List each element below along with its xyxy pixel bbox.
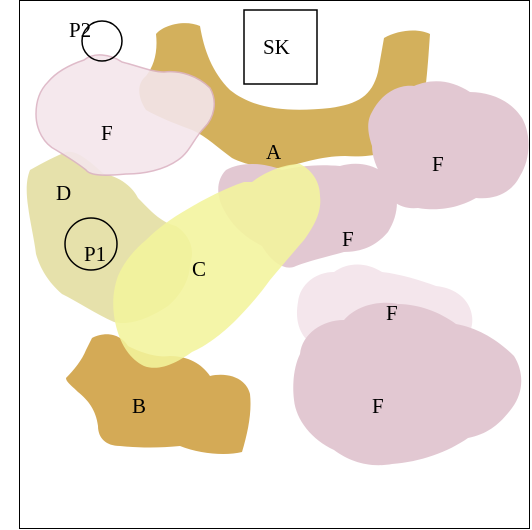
region-a-shape xyxy=(139,23,430,168)
p2-circle xyxy=(81,20,123,62)
label-p2: P2 xyxy=(69,18,91,42)
label-sk: SK xyxy=(263,35,290,59)
region-f-upper-left-shape xyxy=(35,54,216,176)
sk-box xyxy=(243,9,318,85)
p1-circle xyxy=(64,217,118,271)
label-f-upper-left: F xyxy=(101,121,113,145)
label-a: A xyxy=(266,140,282,164)
region-c-shape xyxy=(113,164,321,368)
label-p1: P1 xyxy=(84,242,106,266)
label-c: C xyxy=(192,257,206,281)
region-f-right-top-shape xyxy=(368,81,529,210)
region-f-bottom-shape xyxy=(293,302,522,466)
frame-border xyxy=(19,0,530,529)
label-f-bottom: F xyxy=(372,394,384,418)
label-d: D xyxy=(56,181,71,205)
region-b-shape xyxy=(66,334,251,454)
label-f-right-top: F xyxy=(432,152,444,176)
label-f-middle: F xyxy=(342,227,354,251)
label-f-lower-light: F xyxy=(386,301,398,325)
label-b: B xyxy=(132,394,146,418)
